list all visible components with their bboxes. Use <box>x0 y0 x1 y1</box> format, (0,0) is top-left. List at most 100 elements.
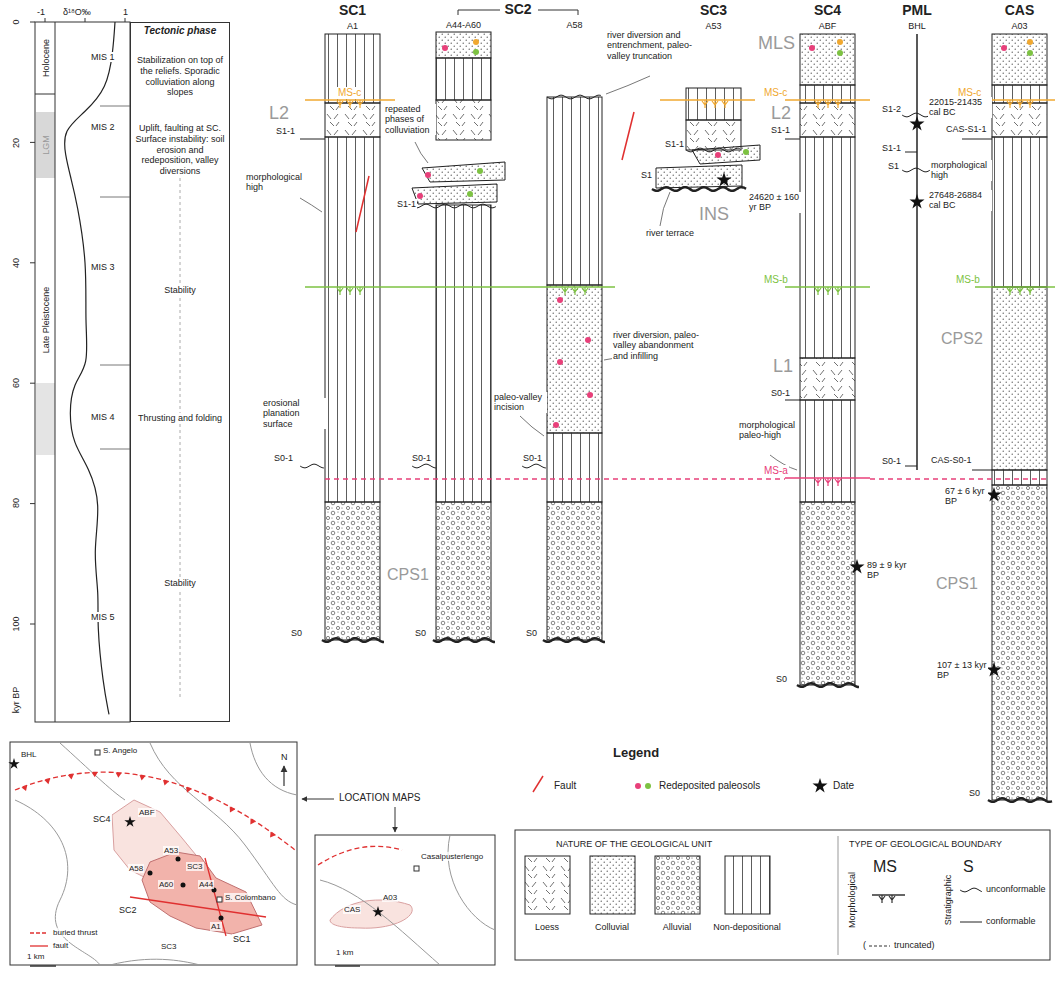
surface-tick <box>1027 100 1033 108</box>
line <box>905 152 917 153</box>
annotation-label: CPS1 <box>386 566 430 584</box>
buried-thrust <box>318 846 402 865</box>
surface-tick <box>702 100 708 108</box>
annotation-label: SC2 <box>503 1 532 17</box>
line <box>30 624 35 625</box>
annotation-label: S1-2 <box>881 104 902 114</box>
section-code: ABF <box>819 21 837 31</box>
annotation-label: 1 km <box>26 952 45 961</box>
paleosol-dot <box>553 422 559 428</box>
line <box>30 22 35 23</box>
annotation-label: Legend <box>612 746 660 761</box>
date-star <box>372 906 383 917</box>
wedge <box>422 162 505 182</box>
thrust-tooth <box>270 832 275 838</box>
thrust-tooth <box>230 807 235 813</box>
annotation-label: -1 <box>36 7 46 17</box>
section-code: A1 <box>347 21 358 31</box>
site <box>181 883 186 888</box>
town <box>414 866 419 871</box>
fault-sample <box>533 776 543 792</box>
annotation-label: repeated phases of colluviation <box>384 104 436 135</box>
line <box>35 94 55 95</box>
phase-text: Uplift, faulting at SC. Surface instabil… <box>134 123 226 177</box>
column-unit <box>325 137 380 502</box>
line <box>100 197 130 198</box>
paleosol-dot <box>557 359 563 365</box>
annotation-label: MIS 1 <box>90 52 116 62</box>
annotation-label: 89 ± 9 kyr BP <box>866 560 912 581</box>
annotation-label: S0-1 <box>881 456 902 466</box>
unconformity <box>652 187 746 191</box>
surface-tick <box>337 287 343 295</box>
wedge <box>692 145 760 164</box>
annotation-label: N <box>280 752 289 762</box>
leader-line <box>520 416 544 436</box>
date-star <box>8 758 19 769</box>
unconformity <box>902 168 930 172</box>
column-unit <box>992 137 1047 287</box>
paleosol-dot <box>1027 50 1033 56</box>
phase-text: Stabilization on top of the reliefs. Spo… <box>134 55 226 98</box>
annotation-label: kyr BP <box>11 686 21 715</box>
annotation-label: INS <box>698 204 730 225</box>
annotation-label: morphological paleo-high <box>738 420 798 441</box>
line <box>100 365 130 366</box>
scale-bar <box>30 965 56 967</box>
thrust-tooth <box>68 774 74 779</box>
annotation-label: SC3 <box>160 942 178 951</box>
paleosol-dot <box>467 191 473 197</box>
line <box>100 106 130 107</box>
unconformity <box>547 95 601 99</box>
annotation-label: 67 ± 6 kyr BP <box>944 486 988 507</box>
unconformity <box>433 638 495 642</box>
annotation-label: S1-1 <box>770 125 791 135</box>
unconformity <box>412 464 436 468</box>
leader-line <box>606 76 650 94</box>
thrust-tooth <box>208 796 213 802</box>
legend-panel <box>515 830 1050 960</box>
annotation-label: truncated) <box>893 940 936 950</box>
unconformity <box>522 464 546 468</box>
phase-text: Stability <box>134 285 226 296</box>
phase-text: Stability <box>134 578 226 589</box>
column-unit <box>547 285 602 433</box>
annotation-label: SC2 <box>118 905 138 915</box>
column-unit <box>547 502 602 640</box>
leader-line <box>660 192 670 226</box>
line <box>30 932 48 933</box>
line <box>30 945 48 946</box>
unit-sample <box>590 856 635 914</box>
morphological-surface <box>975 286 1055 288</box>
paleosol-dot <box>587 392 593 398</box>
annotation-label: SC1 <box>232 934 252 944</box>
column-unit <box>992 470 1047 485</box>
wedge <box>412 184 497 204</box>
section-code: BHL <box>908 21 926 31</box>
paleosol-dot <box>585 337 591 343</box>
paleosol-dot <box>477 168 483 174</box>
line <box>30 503 35 504</box>
annotation-label: MIS 3 <box>90 262 116 272</box>
pointer <box>395 807 396 832</box>
annotation-label: S0-1 <box>522 453 543 463</box>
date-star <box>812 778 827 792</box>
annotation-label: 107 ± 13 kyr BP <box>936 660 988 681</box>
annotation-label: MS-c <box>957 87 982 99</box>
surface-tick <box>879 895 885 903</box>
thrust-tooth <box>116 773 122 778</box>
paleosol-dot <box>715 152 721 158</box>
line <box>300 139 325 140</box>
annotation-label: Morphological <box>847 871 857 929</box>
legend-entry: Redeposited paleosols <box>658 780 761 792</box>
annotation-label: L1 <box>772 356 794 377</box>
paleosol-dot <box>473 39 479 45</box>
legend-entry: buried thrust <box>52 928 98 937</box>
annotation-label: TYPE OF GEOLOGICAL BOUNDARY <box>848 839 1003 849</box>
phase-panel: Tectonic phaseStabilization on top of th… <box>130 22 230 722</box>
surface-tick <box>825 478 831 486</box>
paleosol-dot <box>743 149 749 155</box>
annotation-label: S. Colombano <box>224 893 277 902</box>
surface-tick <box>1017 287 1023 295</box>
annotation-label: BHL <box>20 750 38 759</box>
